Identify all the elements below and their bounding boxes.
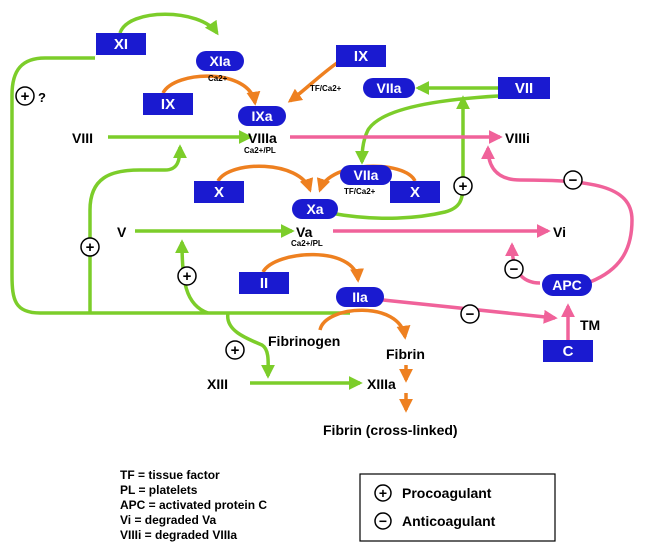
box-vii [498,77,550,99]
definition-4: VIIIi = degraded VIIIa [120,528,237,542]
arrow-xi-to-xia [118,12,219,36]
label-xi: XI [114,36,128,53]
arrow-ix-to-ixa [161,74,261,106]
label-xiiia: XIIIa [367,376,396,392]
label-c: C [563,343,574,360]
oval-iia [336,287,384,307]
svg-text:−: − [466,306,475,323]
minus-mark-vi: − [504,259,524,279]
definition-0: TF = tissue factor [120,468,220,482]
cofactor-ca-xia: Ca2+ [208,74,228,83]
orange-paths [161,61,417,413]
arrow-ii-to-iia [261,252,364,283]
label-ix-left: IX [161,96,175,113]
definition-3: Vi = degraded Va [120,513,216,527]
key-minus-icon: − [374,512,392,530]
plus-mark-xiii: + [225,340,245,360]
plus-mark-vii: + [453,176,473,196]
oval-ixa [238,106,286,126]
label-x-left: X [214,184,224,201]
feedback-iia-to-xi [10,56,350,315]
plain-labels: VIII VIIIa VIIIi V Va Vi TM Fibrinogen F… [72,130,600,438]
key-frame [359,473,556,542]
definition-1: PL = platelets [120,483,198,497]
definition-2: APC = activated protein C [120,498,267,512]
label-viiia: VIIIa [248,130,277,146]
label-ix-top: IX [354,48,368,65]
label-xa: Xa [306,201,323,217]
svg-text:−: − [379,513,387,529]
minus-mark-tm: − [460,304,480,324]
oval-apc [542,274,592,296]
svg-text:+: + [231,342,240,359]
label-ixa: IXa [251,108,272,124]
label-ii: II [260,275,268,292]
box-x-left [194,181,244,203]
oval-viia-mid [340,165,392,185]
regulation-marks: + ? + + + + − − − [15,86,583,360]
arrow-ix-to-viia [287,61,339,103]
box-x-right [390,181,440,203]
label-fibrin: Fibrin [386,346,425,362]
label-viia-top: VIIa [377,80,402,96]
svg-text:+: + [21,88,30,105]
svg-text:+: + [86,239,95,256]
svg-text:−: − [510,261,519,278]
plus-mark-va: + [177,266,197,286]
pink-paths [290,130,634,340]
label-va: Va [296,224,313,240]
cofactor-ca-pl-va: Ca2+/PL [291,239,323,248]
factor-boxes: XI IX IX VII X X II C [96,33,593,362]
cofactor-tf-ca-top: TF/Ca2+ [310,84,342,93]
box-ii [239,272,289,294]
label-fibrin-cross-linked: Fibrin (cross-linked) [323,422,458,438]
key-anticoagulant: Anticoagulant [402,513,496,529]
key-box: + Procoagulant − Anticoagulant [359,473,556,542]
label-x-right: X [410,184,420,201]
arrow-fibrinogen-to-fibrin [318,308,411,340]
arrow-x-to-xa [216,164,314,193]
label-xiii: XIII [207,376,228,392]
cofactor-ca-pl-viiia: Ca2+/PL [244,146,276,155]
question-mark: ? [38,90,46,105]
cofactor-labels: Ca2+ TF/Ca2+ Ca2+/PL TF/Ca2+ Ca2+/PL [208,74,376,248]
cofactor-tf-ca-mid: TF/Ca2+ [344,187,376,196]
svg-text:−: − [569,172,578,189]
plus-mark-viiia: + [80,237,100,257]
label-xia: XIa [209,53,230,69]
label-viiii: VIIIi [505,130,530,146]
svg-text:+: + [183,268,192,285]
branch-iia-to-xiii [226,312,276,379]
minus-mark-viiii: − [563,170,583,190]
label-vi: Vi [553,224,566,240]
label-iia: IIa [352,289,368,305]
key-procoagulant: Procoagulant [402,485,492,501]
definitions-legend: TF = tissue factor PL = platelets APC = … [120,468,267,542]
box-xi [96,33,146,55]
box-c [543,340,593,362]
label-v: V [117,224,127,240]
key-plus-icon: + [374,484,392,502]
oval-xia [196,51,244,71]
feedback-iia-to-va [175,239,209,315]
feedback-iia-to-viiia [88,144,187,313]
arrow-apc-to-viiii [481,145,634,284]
box-ix-top [336,45,386,67]
plus-mark-feedback-xi: + [15,86,35,106]
oval-xa [292,199,338,219]
label-vii: VII [515,80,533,97]
svg-text:+: + [459,178,468,195]
label-viii: VIII [72,130,93,146]
arrow-vii-to-viia-mid [355,94,499,165]
label-tm: TM [580,317,600,333]
label-apc: APC [552,277,582,293]
svg-text:+: + [379,485,387,501]
green-paths [10,12,499,390]
activated-ovals: XIa IXa VIIa VIIa Xa IIa APC [196,51,592,307]
label-viia-mid: VIIa [354,167,379,183]
oval-viia-top [363,78,415,98]
box-ix-left [143,93,193,115]
label-fibrinogen: Fibrinogen [268,333,340,349]
